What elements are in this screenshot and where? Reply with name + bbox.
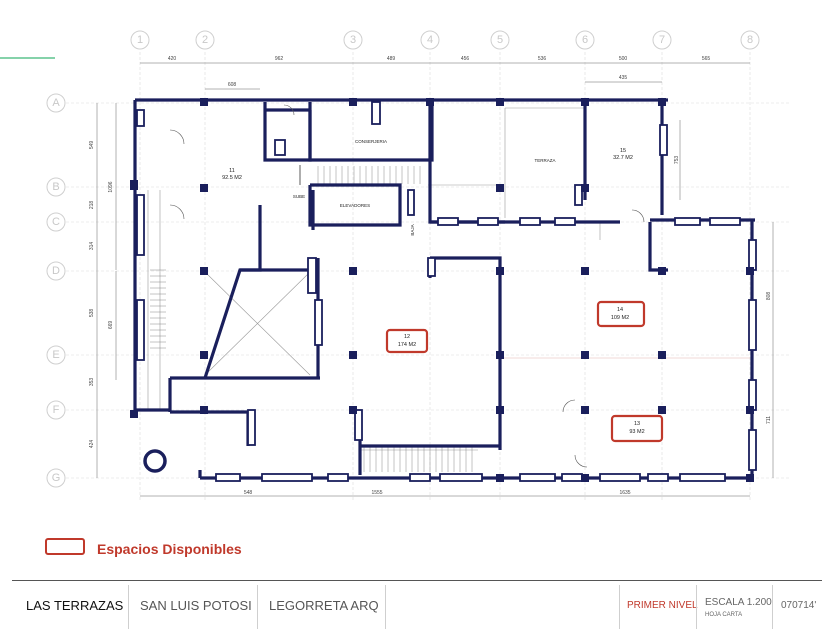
dim-top-sub-1: 608 — [228, 82, 237, 88]
legend-swatch — [45, 538, 85, 555]
tb-divider — [257, 585, 258, 629]
grid-col-5: 5 — [497, 34, 503, 46]
unit-11-area: 92.5 M2 — [222, 175, 242, 181]
dim-top-6: 500 — [619, 56, 628, 62]
dim-top-7: 565 — [702, 56, 711, 62]
dim-left-2: 218 — [89, 201, 95, 210]
tb-divider — [772, 585, 773, 629]
grid-row-e: E — [52, 349, 59, 361]
dim-left-6: 424 — [89, 440, 95, 449]
grid-bubbles-columns — [130, 30, 760, 50]
grid-col-3: 3 — [350, 34, 356, 46]
dim-bottom-2: 1555 — [371, 490, 382, 496]
unit-14-area: 109 M2 — [611, 315, 629, 321]
grid-col-7: 7 — [659, 34, 665, 46]
dim-bottom-3: 1635 — [619, 490, 630, 496]
unit-13-number: 13 — [634, 421, 640, 427]
dim-top-sub-2: 435 — [619, 75, 628, 81]
unit-13-area: 93 M2 — [629, 429, 644, 435]
dim-left-sub-1: 1096 — [108, 181, 114, 192]
sheet-scale: ESCALA 1.200 — [705, 597, 772, 608]
dim-left-5: 353 — [89, 378, 95, 387]
dim-left-4: 538 — [89, 309, 95, 318]
grid-row-d: D — [52, 265, 60, 277]
doors — [169, 104, 645, 468]
unit-12-number: 12 — [404, 334, 410, 340]
sheet-level: PRIMER NIVEL — [627, 599, 698, 611]
structural-columns — [130, 98, 754, 482]
dim-bottom-1: 548 — [244, 490, 253, 496]
round-planter — [143, 449, 167, 473]
grid-row-c: C — [52, 216, 60, 228]
dim-top-1: 420 — [168, 56, 177, 62]
highlight-unit-13 — [610, 414, 664, 443]
unit-11-number: 11 — [229, 168, 235, 174]
dimension-lines — [96, 62, 774, 497]
stairs — [150, 166, 473, 472]
interior-lines — [147, 107, 750, 451]
windows — [136, 101, 757, 482]
available-highlights — [385, 300, 664, 443]
label-sube: SUBE — [293, 194, 305, 199]
sheet-code: 070714' — [781, 599, 817, 611]
dim-top-2: 962 — [275, 56, 284, 62]
unit-15-area: 32.7 M2 — [613, 155, 633, 161]
project-firm: LEGORRETA ARQ — [269, 597, 379, 613]
tb-divider — [128, 585, 129, 629]
grid-col-6: 6 — [582, 34, 588, 46]
project-name: LAS TERRAZAS — [26, 597, 124, 613]
grid-bubbles-rows — [46, 93, 66, 488]
grid-row-b: B — [52, 181, 59, 193]
sheet-size: HOJA CARTA — [705, 612, 743, 618]
tb-divider — [619, 585, 620, 629]
legend-label: Espacios Disponibles — [97, 541, 242, 557]
grid-row-f: F — [53, 404, 60, 416]
dim-left-sub-2: 669 — [108, 321, 114, 330]
highlight-unit-14 — [596, 300, 646, 328]
unit-15-number: 15 — [620, 148, 626, 154]
grid-row-a: A — [52, 97, 60, 109]
label-conserjeria: CONSERJERIA — [355, 139, 387, 144]
grid-col-1: 1 — [137, 34, 143, 46]
tb-divider — [696, 585, 697, 629]
dim-left-3: 314 — [89, 242, 95, 251]
unit-12-area: 174 M2 — [398, 342, 416, 348]
label-baja: BAJA — [410, 224, 415, 235]
dim-right-1: 753 — [674, 156, 680, 165]
unit-14-number: 14 — [617, 307, 623, 313]
dim-right-2: 808 — [766, 292, 772, 301]
dim-top-5: 536 — [538, 56, 547, 62]
dim-top-4: 456 — [461, 56, 470, 62]
grid-col-2: 2 — [202, 34, 208, 46]
grid-col-4: 4 — [427, 34, 433, 46]
highlight-unit-12 — [385, 328, 429, 354]
dim-top-3: 489 — [387, 56, 396, 62]
grid-col-8: 8 — [747, 34, 753, 46]
dim-right-3: 711 — [766, 416, 772, 424]
label-elevadores: ELEVADORES — [340, 203, 370, 208]
tb-divider — [385, 585, 386, 629]
grid-row-g: G — [52, 472, 61, 484]
label-terraza: TERRAZA — [534, 158, 555, 163]
project-city: SAN LUIS POTOSI — [140, 597, 252, 613]
dim-left-1: 549 — [89, 141, 95, 150]
title-block-rule — [12, 580, 822, 581]
